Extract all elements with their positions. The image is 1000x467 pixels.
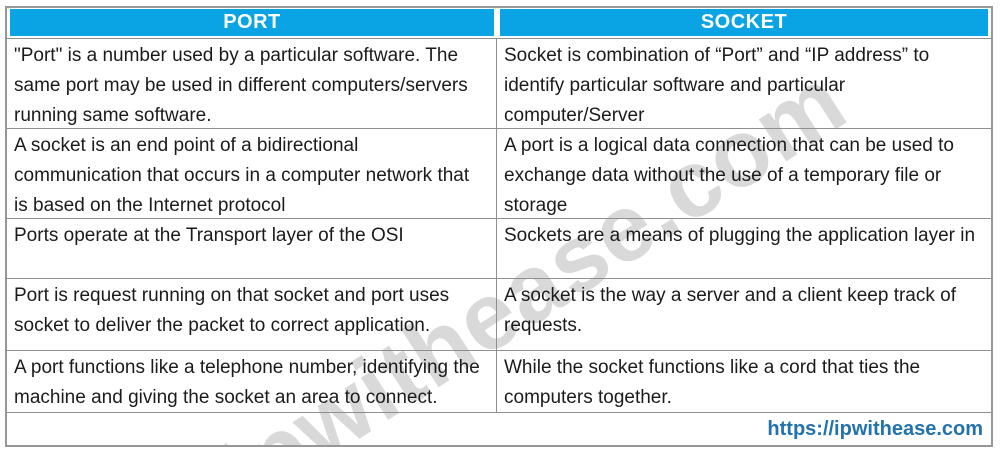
table-row: Ports operate at the Transport layer of … [7,219,991,279]
column-header-port: PORT [10,9,494,36]
port-vs-socket-comparison-table: ipwithease.com PORT SOCKET "Port" is a n… [5,6,993,447]
socket-cell: Sockets are a means of plugging the appl… [504,225,976,246]
socket-cell: While the socket functions like a cord t… [504,357,921,408]
port-cell: "Port" is a number used by a particular … [7,39,497,131]
table-row: "Port" is a number used by a particular … [7,39,991,131]
table-row: Port is request running on that socket a… [7,279,991,351]
table-footer: https://ipwithease.com [7,413,991,445]
table-header-row: PORT SOCKET [7,8,991,39]
port-cell: Ports operate at the Transport layer of … [7,219,497,278]
port-cell: Port is request running on that socket a… [7,279,497,350]
column-header-socket: SOCKET [500,9,988,36]
table-row: A port functions like a telephone number… [7,351,991,413]
socket-cell: Socket is combination of “Port” and “IP … [504,45,930,126]
port-cell: A port functions like a telephone number… [7,351,497,413]
port-cell: A socket is an end point of a bidirectio… [7,129,497,221]
socket-cell: A socket is the way a server and a clien… [504,285,957,336]
table-row: A socket is an end point of a bidirectio… [7,129,991,221]
website-link[interactable]: https://ipwithease.com [767,417,983,440]
socket-cell: A port is a logical data connection that… [504,135,954,216]
